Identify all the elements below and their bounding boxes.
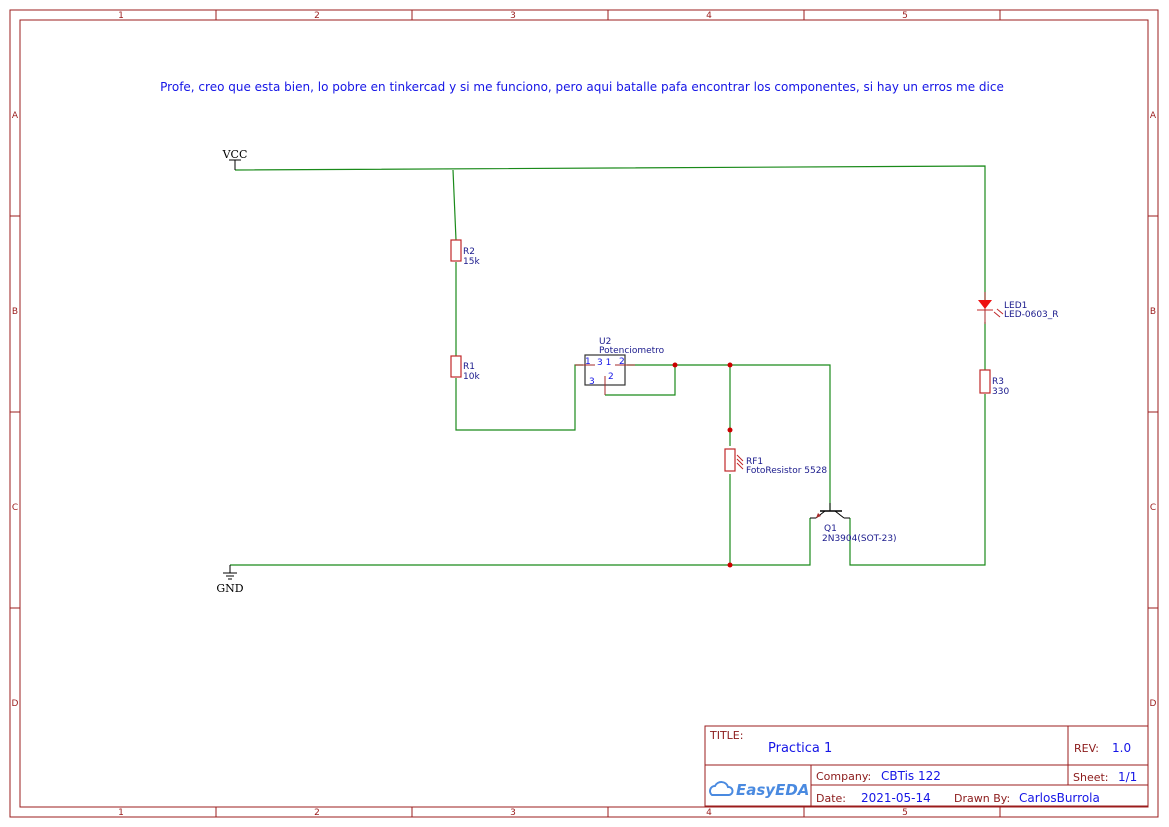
photoresistor-rf1[interactable]: RF1 FotoResistor 5528 [724,448,827,476]
resistor-r1[interactable]: R1 10k [450,355,480,382]
row-label: C [12,503,18,513]
row-label: B [1150,307,1156,317]
r3-ref: R3 [992,377,1004,387]
u2-pin1: 1 [585,357,591,367]
col-label: 2 [314,11,320,21]
col-label: 1 [118,11,124,21]
led1-value: LED-0603_R [1004,310,1059,320]
col-label: 3 [510,11,516,21]
sheet-label: Sheet: [1073,771,1109,784]
company-value: CBTis 122 [881,769,941,783]
col-label: 4 [706,808,712,818]
r2-ref: R2 [463,247,475,257]
date-label: Date: [816,792,846,805]
rf1-ref: RF1 [746,457,763,467]
note-text[interactable]: Profe, creo que esta bien, lo pobre en t… [160,80,1004,94]
gnd-label: GND [216,582,243,595]
junction [727,362,733,368]
resistor-r3[interactable]: R3 330 [979,369,1009,397]
u2-ref: U2 [599,337,611,347]
logo-text: EasyEDA [736,781,809,799]
col-label: 3 [510,808,516,818]
led1-ref: LED1 [1004,301,1027,311]
r3-value: 330 [992,387,1009,397]
transistor-q1[interactable]: Q1 2N3904(SOT-23) [810,503,897,544]
gnd-symbol[interactable]: GND [216,565,244,595]
q1-ref: Q1 [824,524,837,534]
rev-label: REV: [1074,742,1099,755]
u2-pin2: 2 [619,357,625,367]
u2-value: Potenciometro [599,346,665,356]
date-value: 2021-05-14 [861,791,931,805]
easyeda-logo: EasyEDA [709,781,809,799]
r2-value: 15k [463,257,480,267]
title-label: TITLE: [709,729,743,742]
title-block: TITLE: Practica 1 REV: 1.0 Company: CBTi… [704,725,1149,807]
title-value: Practica 1 [768,741,832,756]
col-label: 5 [902,808,908,818]
drawn-value: CarlosBurrola [1019,791,1100,805]
row-label: B [12,307,18,317]
u2-pin3: 3 [589,377,595,387]
sheet-frame: 1 2 3 4 5 1 2 3 4 5 A B C D A B C D [9,9,1159,818]
rev-value: 1.0 [1112,741,1131,755]
led-led1[interactable]: LED1 LED-0603_R [977,292,1059,324]
col-label: 4 [706,11,712,21]
vcc-label: VCC [222,148,248,161]
q1-value: 2N3904(SOT-23) [822,534,897,544]
r1-value: 10k [463,372,480,382]
row-label: A [1150,111,1157,121]
drawn-label: Drawn By: [954,792,1010,805]
u2-wiper: 2 [608,372,614,382]
row-label: D [1150,699,1157,709]
rf1-value: FotoResistor 5528 [746,466,827,476]
u2-inner: 3 1 [597,358,611,368]
resistor-r2[interactable]: R2 15k [450,239,480,267]
row-label: A [12,111,19,121]
junction [727,427,733,433]
potentiometer-u2[interactable]: U2 Potenciometro 1 2 3 1 2 3 [575,337,665,395]
row-label: D [12,699,19,709]
col-label: 2 [314,808,320,818]
row-label: C [1150,503,1156,513]
junction [672,362,678,368]
col-label: 5 [902,11,908,21]
company-label: Company: [816,770,871,783]
r1-ref: R1 [463,362,475,372]
col-label: 1 [118,808,124,818]
sheet-value: 1/1 [1118,770,1137,784]
junction [727,562,733,568]
vcc-symbol[interactable]: VCC [222,148,248,170]
